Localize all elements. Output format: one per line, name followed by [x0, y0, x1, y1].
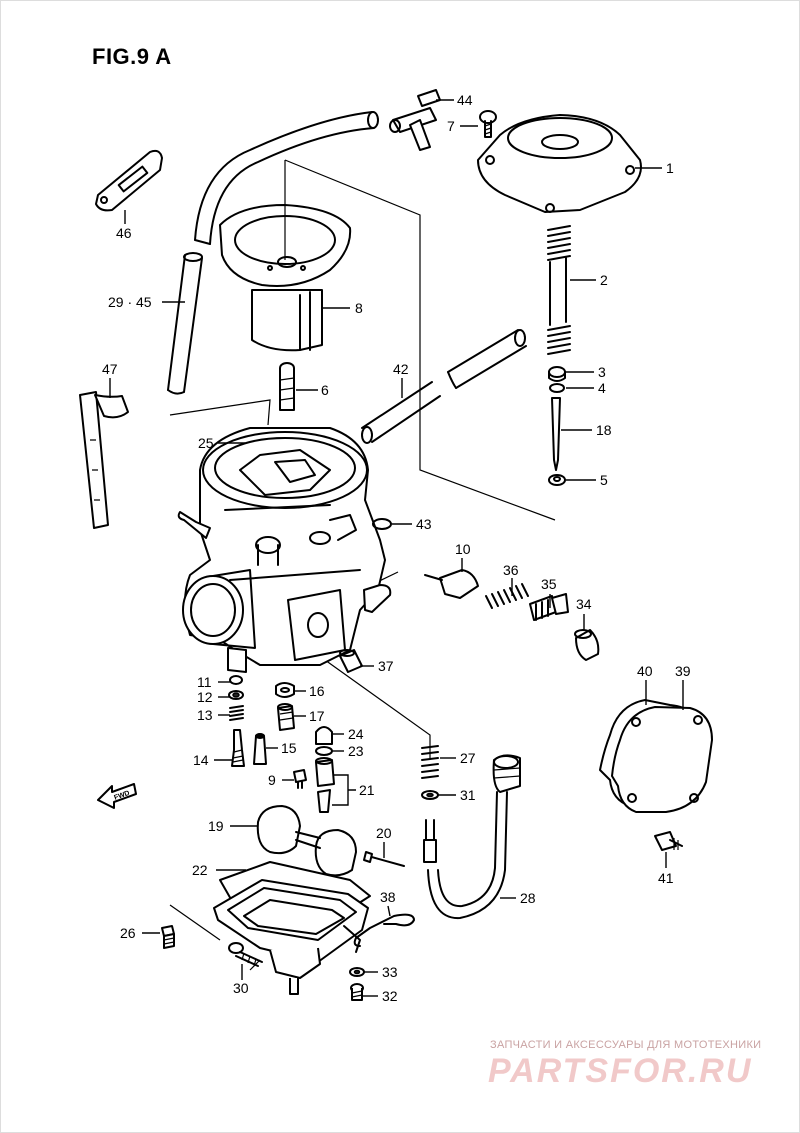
part-43-o-ring: [372, 518, 392, 530]
callout-28: 28: [520, 890, 536, 906]
part-35-adjusting-screw: [529, 593, 569, 621]
callout-47: 47: [102, 361, 118, 377]
part-33-washer: [349, 967, 365, 977]
callout-41: 41: [658, 870, 674, 886]
fwd-arrow-icon: FWD: [97, 783, 137, 809]
part-38-clamp: [353, 913, 415, 947]
callout-13: 13: [197, 707, 213, 723]
part-30-drain-screw: [228, 942, 263, 967]
callout-21: 21: [359, 782, 375, 798]
callout-labels: 44 7 1 46 2 29 · 45 8 3 4 47 6 42 18 25 …: [102, 92, 691, 1004]
part-16-washer: [275, 682, 295, 698]
part-34-cap: [574, 629, 600, 661]
callout-42: 42: [393, 361, 409, 377]
part-1-carburetor-top-cap: [477, 114, 642, 213]
callout-1: 1: [666, 160, 674, 176]
callout-6: 6: [321, 382, 329, 398]
callout-31: 31: [460, 787, 476, 803]
callout-22: 22: [192, 862, 208, 878]
callout-27: 27: [460, 750, 476, 766]
callout-39: 39: [675, 663, 691, 679]
part-26-screw: [161, 925, 175, 949]
part-46-bracket: [95, 149, 163, 212]
part-9-screw: [293, 769, 307, 789]
part-3-spacer: [548, 366, 566, 382]
callout-30: 30: [233, 980, 249, 996]
callout-11: 11: [197, 674, 212, 690]
part-15-jet: [253, 733, 267, 765]
part-18-jet-needle: [551, 397, 561, 471]
callout-33: 33: [382, 964, 398, 980]
callout-37: 37: [378, 658, 394, 674]
callout-25: 25: [198, 435, 214, 451]
part-21-float-valve: [315, 757, 335, 813]
part-4-e-clip: [549, 383, 565, 393]
part-7-screw: [479, 110, 497, 138]
callout-10: 10: [455, 541, 471, 557]
part-44-tee-fitting: [389, 89, 441, 151]
part-28-choke-cable: [423, 754, 521, 920]
part-47-clamp: [79, 391, 129, 529]
leader-lines: [109, 99, 684, 997]
callout-24: 24: [348, 726, 364, 742]
callout-40: 40: [637, 663, 653, 679]
part-12-washer: [228, 690, 244, 700]
figure-title: FIG.9 A: [92, 44, 172, 69]
part-20-float-pin: [363, 851, 405, 867]
part-2-spring: [547, 225, 571, 355]
carburetor-body: [177, 427, 392, 673]
part-5-washer: [548, 474, 566, 486]
watermark-logo: PARTSFOR.RU: [488, 1052, 753, 1090]
callout-16: 16: [309, 683, 325, 699]
callout-46: 46: [116, 225, 132, 241]
part-32-screw: [350, 983, 364, 1001]
callout-4: 4: [598, 380, 606, 396]
callout-20: 20: [376, 825, 392, 841]
callout-8: 8: [355, 300, 363, 316]
callout-34: 34: [576, 596, 592, 612]
part-11-o-ring: [229, 675, 243, 685]
callout-43: 43: [416, 516, 432, 532]
part-23-o-ring: [315, 746, 333, 756]
callout-17: 17: [309, 708, 325, 724]
part-39-cover: [611, 706, 713, 813]
callout-29-45: 29 · 45: [108, 294, 152, 310]
part-36-spring: [485, 583, 529, 609]
callout-7: 7: [447, 118, 455, 134]
watermark-caption: ЗАПЧАСТИ И АКСЕССУАРЫ ДЛЯ МОТОТЕХНИКИ: [490, 1039, 762, 1051]
callout-14: 14: [193, 752, 209, 768]
callout-3: 3: [598, 364, 606, 380]
part-19-float: [256, 805, 357, 877]
part-6-needle-holder: [279, 362, 295, 411]
callout-35: 35: [541, 576, 557, 592]
callout-19: 19: [208, 818, 224, 834]
part-8-vacuum-piston-diaphragm: [219, 160, 352, 352]
part-31-washer: [421, 790, 439, 800]
callout-32: 32: [382, 988, 398, 1004]
callout-2: 2: [600, 272, 608, 288]
part-29-45-breather-hose: [167, 111, 379, 395]
callout-15: 15: [281, 740, 297, 756]
part-42-hose: [361, 329, 527, 444]
part-17-pilot-jet: [277, 703, 295, 731]
part-13-pilot-jet-spring: [229, 705, 244, 721]
callout-23: 23: [348, 743, 364, 759]
callout-9: 9: [268, 772, 276, 788]
callout-36: 36: [503, 562, 519, 578]
float-bowl: [213, 879, 369, 995]
callout-18: 18: [596, 422, 612, 438]
part-41-screw: [654, 831, 683, 851]
callout-44: 44: [457, 92, 473, 108]
part-10-plunger: [424, 569, 479, 599]
callout-26: 26: [120, 925, 136, 941]
callout-38: 38: [380, 889, 396, 905]
part-14-pilot-screw: [231, 729, 245, 767]
callout-12: 12: [197, 689, 213, 705]
callout-5: 5: [600, 472, 608, 488]
part-24-cap: [315, 726, 333, 745]
part-27-spring: [421, 745, 439, 779]
